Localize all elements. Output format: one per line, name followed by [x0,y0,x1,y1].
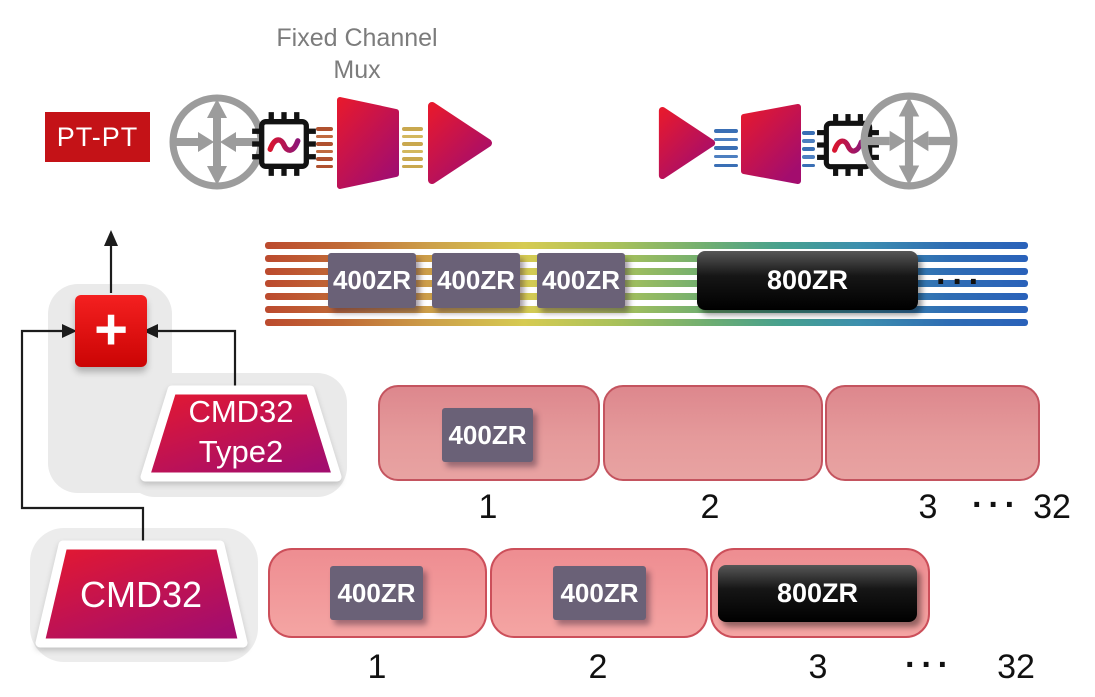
cmd32-slot-index: 3 [808,648,828,686]
band-400zr-badge: 400ZR [328,253,416,308]
band-800zr-badge: 800ZR [697,251,918,310]
cmd32-slot-index: 1 [367,648,387,686]
router-icon [860,92,958,190]
type2-slot-index: 3 [918,488,938,526]
cmd32-type2-trapezoid [140,385,342,482]
type2-slot1-400zr-badge: 400ZR [442,408,533,462]
band-400zr-badge: 400ZR [537,253,625,308]
fiber-span-lines [478,127,666,166]
cmd32-slot1-400zr-badge: 400ZR [330,566,423,620]
pt-pt-badge: PT-PT [45,112,150,162]
cmd32-slot-index-last: 32 [997,648,1035,686]
band-400zr-badge: 400ZR [432,253,520,308]
combiner-plus: + [75,295,147,367]
type2-slot-3 [825,385,1040,481]
cmd32-trapezoid [35,540,248,648]
cmd32-type2-label: CMD32 Type2 [188,394,294,469]
fiber-stripes-a [316,127,333,168]
cmd32-slot3-800zr-badge: 800ZR [718,565,917,622]
fiber-stripes-c [714,129,738,167]
flow-arrows [20,230,237,543]
fiber-stripes-b [402,127,423,168]
fiber-stripes-d [802,131,815,167]
cmd32-slot-2 [490,548,708,638]
type2-slot-index: 2 [700,488,720,526]
cmd32-slot2-400zr-badge: 400ZR [553,566,646,620]
type2-row-ellipsis: ··· [972,486,1021,524]
cmd32-label: CMD32 [79,574,203,615]
dsp-chip-icon [817,114,879,176]
type2-slot-index: 1 [478,488,498,526]
amplifier-icon [428,102,492,184]
channel-mux-icon [337,97,399,189]
type2-slot-index-last: 32 [1033,488,1071,526]
dsp-chip-icon [252,112,316,176]
cmd32-row-ellipsis: ··· [905,646,954,684]
fixed-channel-mux-label: Fixed Channel Mux [276,24,438,84]
band-ellipsis: ··· [936,263,985,301]
channel-demux-icon [741,104,801,184]
cmd32-slot-index: 2 [588,648,608,686]
amplifier-icon [658,106,716,180]
spectrum-band [265,242,1028,326]
type2-slot-2 [603,385,823,481]
